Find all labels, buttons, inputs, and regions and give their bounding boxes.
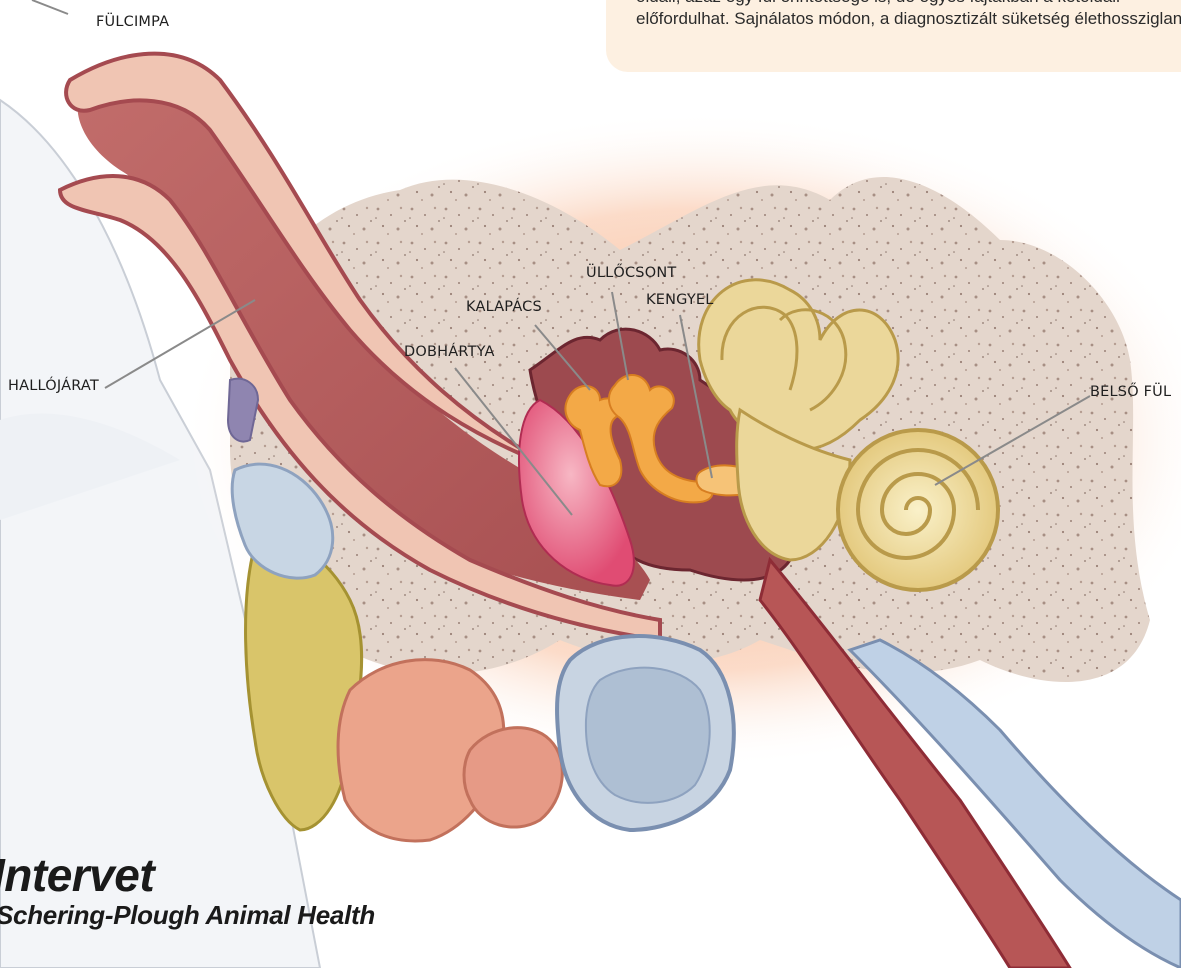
logo-tagline: Schering-Plough Animal Health bbox=[0, 900, 375, 931]
label-belso-ful: BELSŐ FÜL bbox=[1090, 384, 1171, 400]
leader-fulcimpa bbox=[32, 0, 68, 14]
label-kengyel: KENGYEL bbox=[646, 292, 714, 308]
logo-name: Intervet bbox=[0, 848, 154, 902]
label-fulcimpa: FÜLCIMPA bbox=[96, 14, 169, 30]
logo: Intervet Schering-Plough Animal Health bbox=[0, 846, 400, 966]
info-line-1: oldali, azaz egy fül érintettsége is, de… bbox=[636, 0, 1120, 8]
label-hallojarat: HALLÓJÁRAT bbox=[8, 378, 99, 394]
info-line-2: előfordulhat. Sajnálatos módon, a diagno… bbox=[636, 8, 1181, 30]
label-dobhartya: DOBHÁRTYA bbox=[404, 344, 495, 360]
label-ullocsont: ÜLLŐCSONT bbox=[586, 265, 676, 281]
lymph-node-small bbox=[464, 728, 562, 827]
label-kalapacs: KALAPÁCS bbox=[466, 299, 542, 315]
cochlea bbox=[838, 430, 998, 590]
